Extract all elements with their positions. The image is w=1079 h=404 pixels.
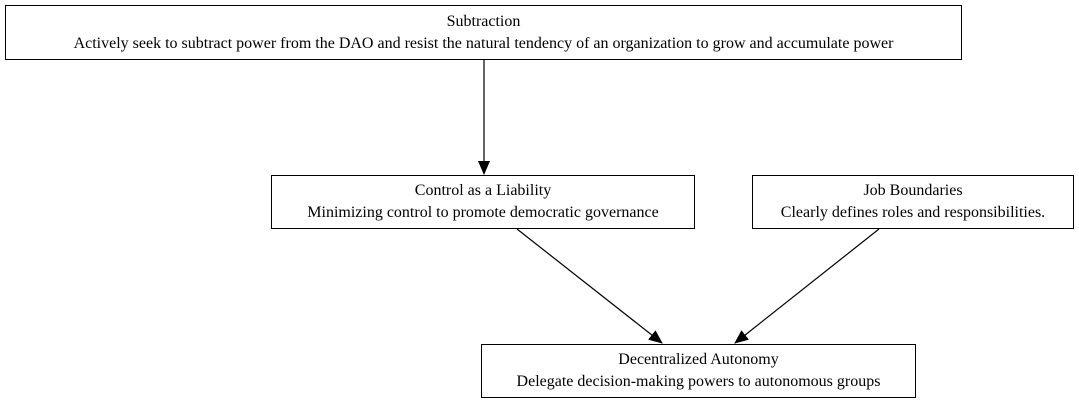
node-subtraction: Subtraction Actively seek to subtract po… (5, 5, 962, 60)
node-title: Decentralized Autonomy (618, 351, 779, 368)
node-description: Clearly defines roles and responsibiliti… (780, 204, 1046, 221)
node-description: Actively seek to subtract power from the… (73, 34, 894, 52)
edge-control-to-autonomy (516, 228, 663, 344)
node-title: Subtraction (446, 12, 521, 30)
node-control-as-a-liability: Control as a Liability Minimizing contro… (271, 175, 695, 229)
node-description: Delegate decision-making powers to auton… (516, 373, 881, 390)
node-job-boundaries: Job Boundaries Clearly defines roles and… (752, 175, 1074, 229)
edge-job-to-autonomy (734, 228, 880, 344)
node-decentralized-autonomy: Decentralized Autonomy Delegate decision… (481, 344, 916, 398)
node-title: Job Boundaries (863, 182, 963, 199)
node-description: Minimizing control to promote democratic… (307, 204, 659, 221)
node-title: Control as a Liability (414, 182, 552, 199)
